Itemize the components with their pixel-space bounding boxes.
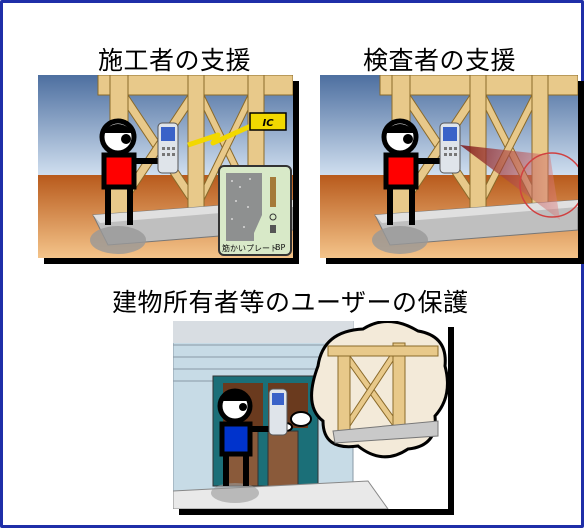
brace-plate-label: 筋かいプレート	[222, 244, 278, 253]
owner-protection-illustration	[173, 321, 448, 509]
ic-tag	[249, 112, 287, 131]
inspection-beam	[460, 145, 560, 220]
brace-plate-code: BP	[275, 243, 286, 252]
owner-shirt	[219, 421, 253, 457]
inspector-scene	[320, 75, 578, 258]
owner-scene	[173, 321, 448, 509]
thought-bubble	[279, 321, 448, 459]
inspector-support-illustration	[320, 75, 578, 258]
caption-inspector-support: 検査者の支援	[363, 46, 517, 75]
inspector-shirt	[383, 152, 419, 190]
brace-plate-inset: 筋かいプレート BP	[218, 165, 292, 256]
caption-owner-protection: 建物所有者等のユーザーの保護	[112, 288, 469, 317]
ic-tag-label: IC	[262, 118, 274, 129]
builder-support-illustration: IC 筋かいプレート BP	[38, 75, 293, 258]
inspection-focus-circle	[519, 152, 578, 218]
builder-shirt	[101, 152, 137, 190]
caption-builder-support: 施工者の支援	[98, 46, 252, 75]
